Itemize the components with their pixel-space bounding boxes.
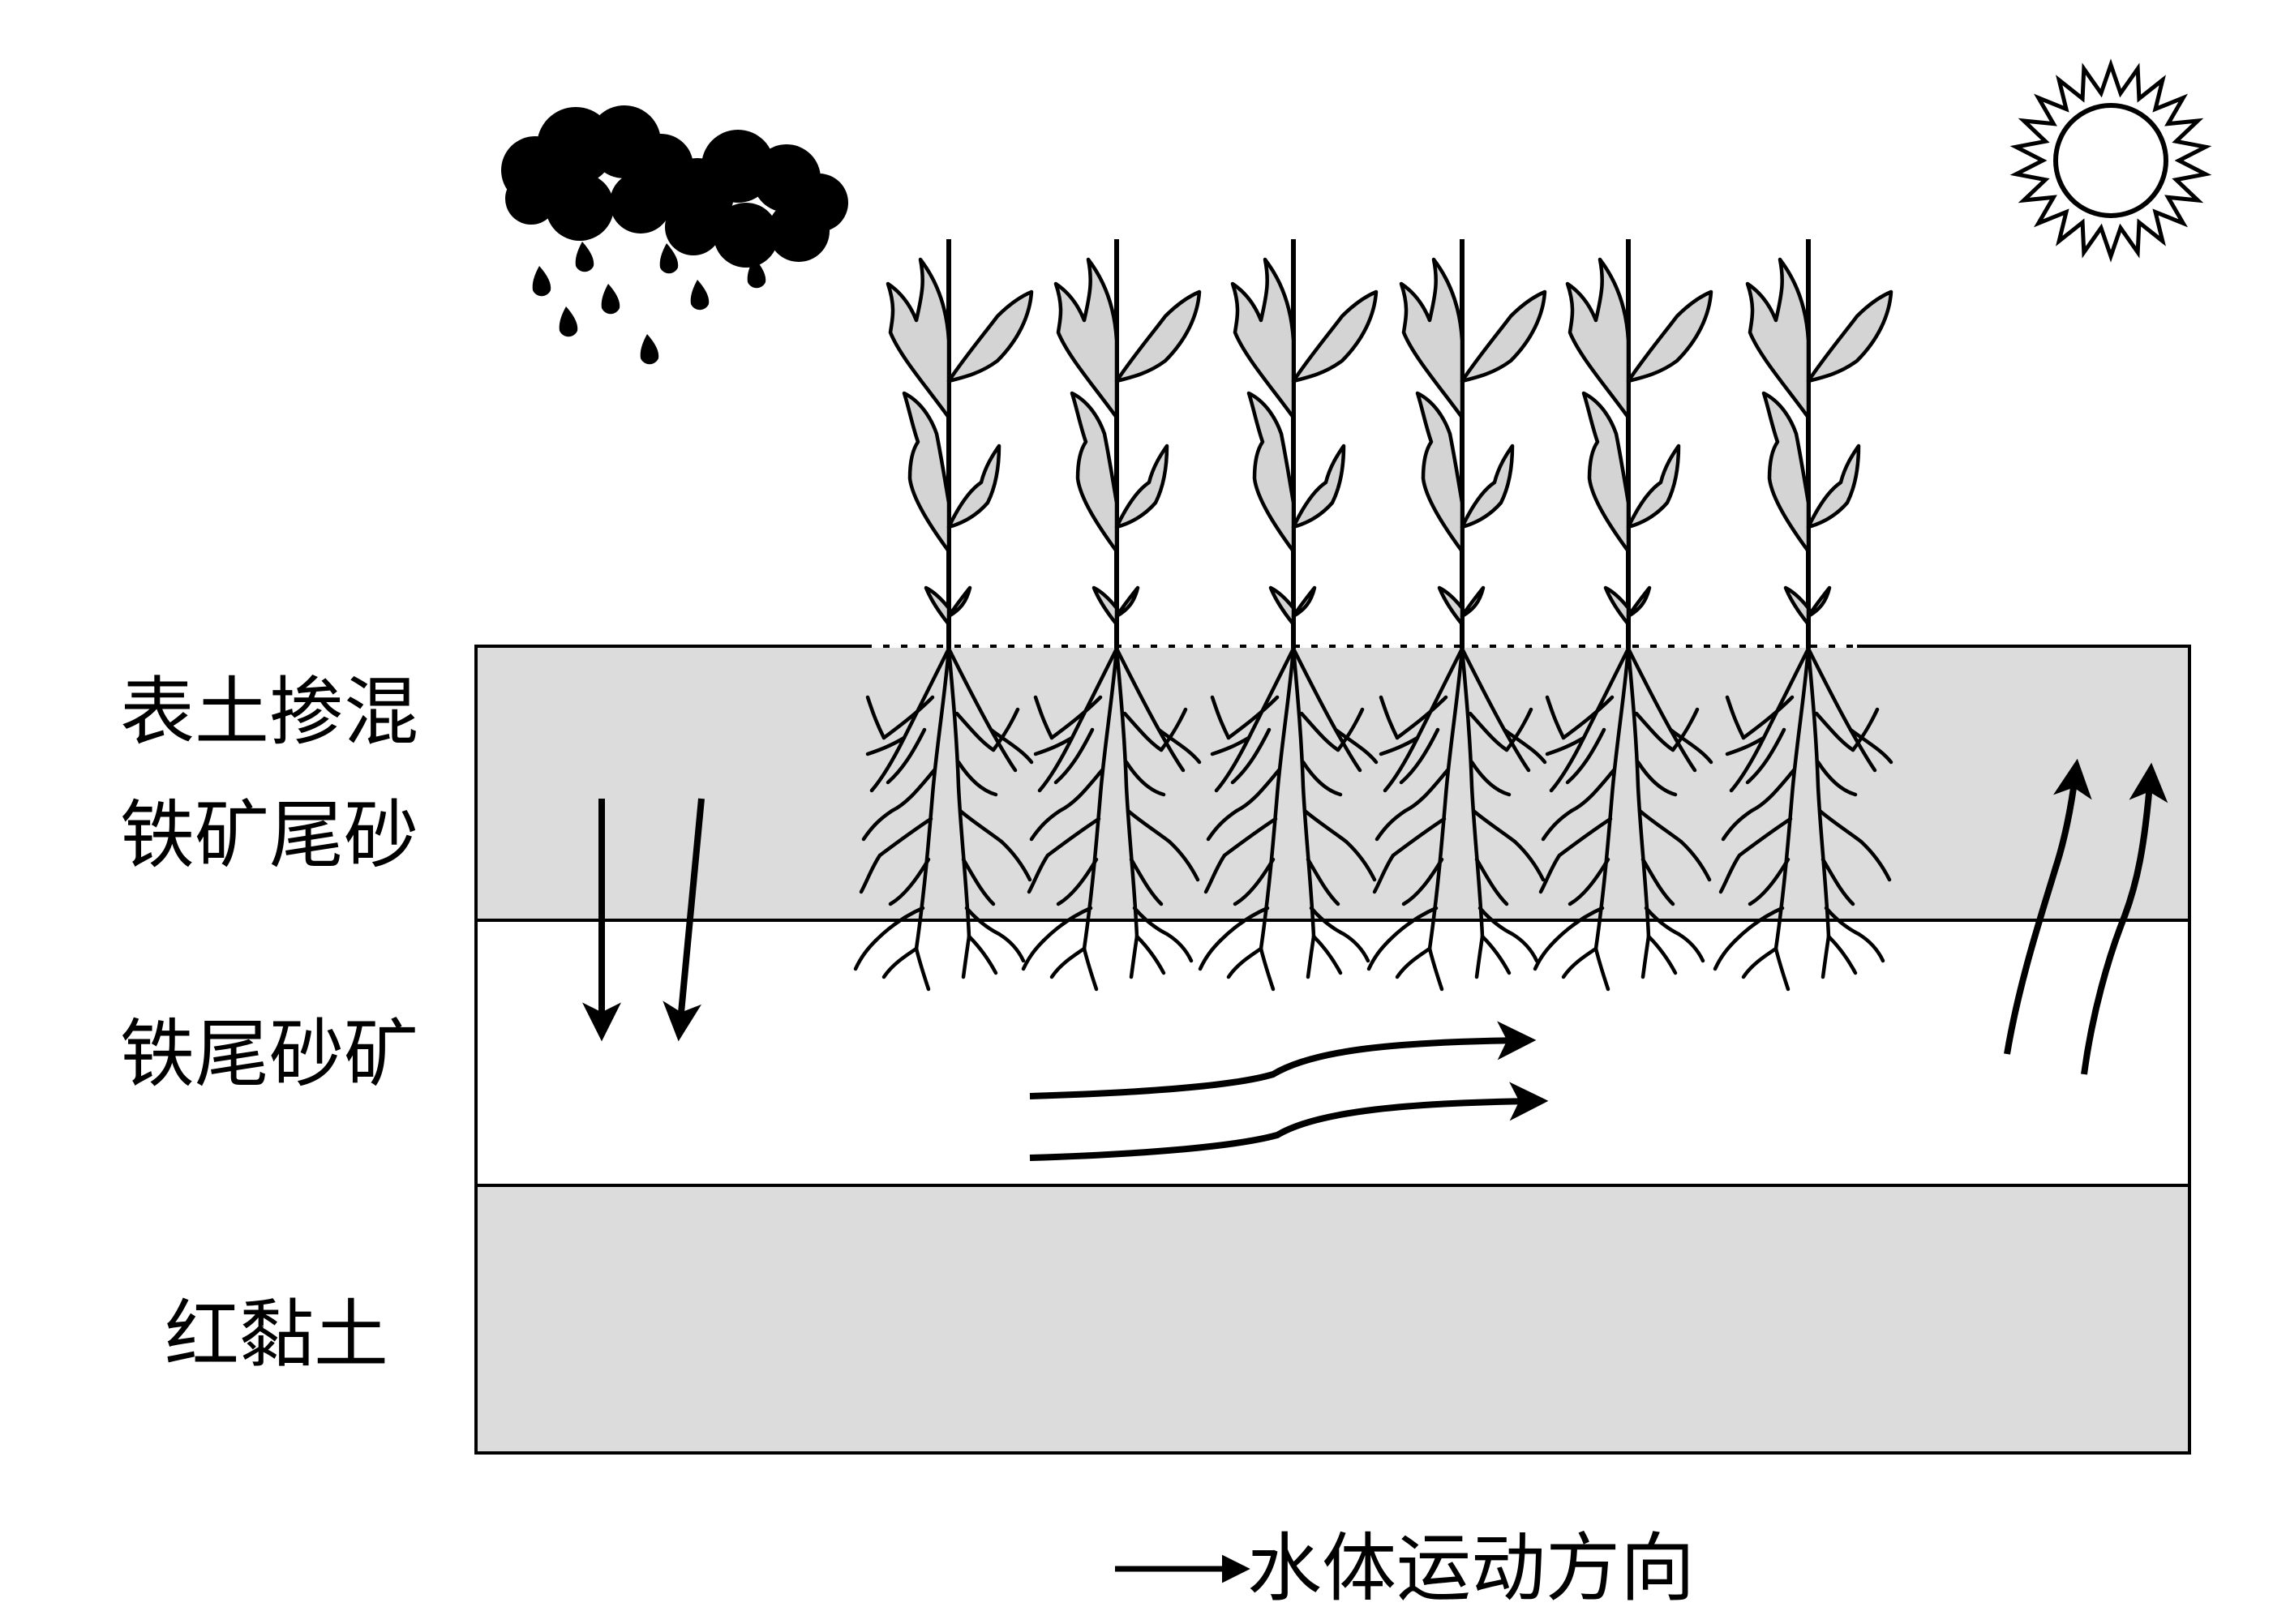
legend: 水体运动方向 xyxy=(1115,1525,1695,1612)
lateral-flow-arrows xyxy=(1029,1021,1549,1161)
red-clay-layer xyxy=(474,1184,2191,1455)
topsoil-tailings-layer xyxy=(474,645,2191,922)
rain-cloud-icon xyxy=(501,105,848,365)
lateral-arrow xyxy=(1029,1082,1549,1161)
lateral-arrow xyxy=(1029,1021,1537,1099)
sun-icon xyxy=(2009,58,2212,263)
layer-label-red-clay: 红黏土 xyxy=(165,1292,388,1378)
upward-arrow xyxy=(2081,762,2168,1075)
layer-label-topsoil-line2: 铁矿尾砂 xyxy=(120,792,418,879)
infiltration-arrows xyxy=(582,798,705,1042)
upward-arrow xyxy=(2004,758,2092,1055)
layer-label-topsoil-line1: 表土掺混 xyxy=(120,669,418,756)
legend-label: 水体运动方向 xyxy=(1247,1525,1695,1612)
layer-label-iron-tailings: 铁尾砂矿 xyxy=(120,1011,418,1098)
evaporation-arrows xyxy=(2004,758,2168,1075)
downward-arrow xyxy=(663,798,705,1042)
